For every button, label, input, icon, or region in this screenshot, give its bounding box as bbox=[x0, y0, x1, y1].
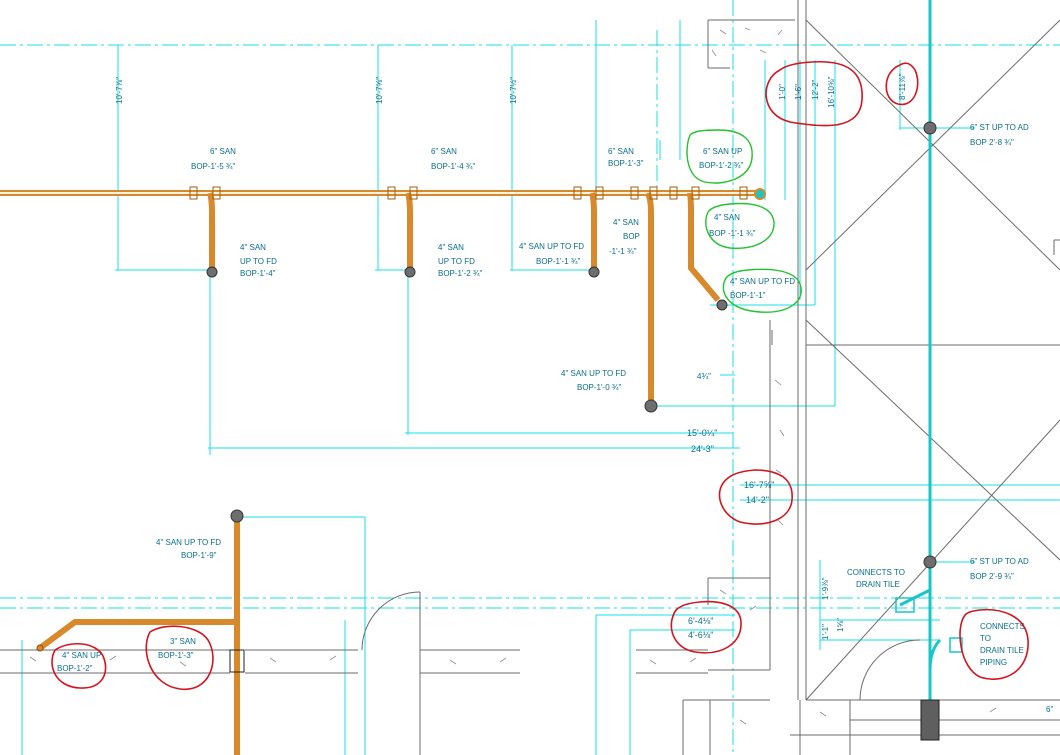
fd-label: 4" SAN UP TO FD bbox=[156, 538, 221, 547]
note-label: CONNECTS TO bbox=[847, 568, 905, 577]
dim-label: 10'-7⅞" bbox=[115, 77, 124, 104]
fd-label: 4" SAN UP TO FD bbox=[519, 242, 584, 251]
dim-label: 24'-3" bbox=[691, 444, 714, 454]
sanitary-main-pipe bbox=[0, 190, 762, 755]
san-label: 3" SAN bbox=[170, 637, 196, 646]
fd-label: 4" SAN UP TO FD bbox=[730, 277, 795, 286]
redline-markups bbox=[51, 60, 1029, 690]
note-label: TO bbox=[980, 634, 991, 643]
floor-drain-icon bbox=[230, 509, 244, 523]
st-label: BOP 2'-8 ¾" bbox=[970, 138, 1014, 147]
fd-label: BOP-1'-4" bbox=[240, 269, 276, 278]
dim-label: 8'-11⅞" bbox=[898, 73, 907, 100]
pipe-size-label: 6" SAN bbox=[210, 147, 236, 156]
dim-label: 6" bbox=[1046, 705, 1053, 714]
fd-label: BOP-1'-2 ¾" bbox=[438, 269, 483, 278]
floor-drain-icon bbox=[206, 266, 218, 278]
fd-label: BOP-1'-1" bbox=[730, 291, 766, 300]
fd-label: 4" SAN UP TO FD bbox=[561, 369, 626, 378]
dim-label: 16'-7⅝" bbox=[744, 480, 774, 490]
note-label: DRAIN TILE bbox=[980, 646, 1024, 655]
dim-label: 4'-6⅛" bbox=[688, 630, 713, 640]
cleanout-icon bbox=[36, 644, 44, 652]
dim-label: 1'-1" bbox=[821, 624, 830, 640]
dim-label: 10'-7½" bbox=[509, 77, 518, 104]
concrete-hatch bbox=[29, 27, 997, 725]
bop-label: BOP-1'-2 ¾" bbox=[699, 161, 744, 170]
dim-label: 12'-2" bbox=[811, 79, 820, 100]
dim-label: 1⅝" bbox=[836, 618, 845, 632]
cleanout-icon bbox=[754, 188, 766, 200]
dimension-lines bbox=[0, 20, 1060, 755]
st-label: 6" ST UP TO AD bbox=[970, 557, 1029, 566]
floor-drain-icon bbox=[644, 399, 658, 413]
fd-label: UP TO FD bbox=[240, 257, 277, 266]
san-label: BOP-1'-2" bbox=[57, 664, 93, 673]
dim-label: 16'-10⅝" bbox=[827, 76, 836, 108]
dim-label: 15'-0¼" bbox=[687, 428, 717, 438]
fd-label: BOP-1'-0 ¾" bbox=[577, 383, 622, 392]
storm-drain-pipe bbox=[895, 0, 963, 741]
bop-label: BOP bbox=[623, 232, 640, 241]
san-label: BOP -1'-1 ¾" bbox=[709, 229, 756, 238]
fd-label: BOP-1'-1 ¾" bbox=[536, 257, 581, 266]
fd-label: BOP-1'-9" bbox=[181, 551, 217, 560]
note-label: PIPING bbox=[980, 658, 1007, 667]
dim-label: 1'-6" bbox=[794, 84, 803, 100]
san-label: 4" SAN UP bbox=[62, 651, 101, 660]
bop-label: BOP-1'-5 ¾" bbox=[191, 162, 236, 171]
pipe-size-label: 6" SAN bbox=[608, 147, 634, 156]
bop-label: 4" SAN bbox=[613, 218, 639, 227]
dim-label: 1'-0" bbox=[778, 84, 787, 100]
floor-drains bbox=[36, 121, 937, 652]
floor-drain-icon bbox=[404, 266, 416, 278]
area-drain-icon bbox=[923, 121, 937, 135]
san-label: BOP-1'-3" bbox=[158, 651, 194, 660]
fd-label: UP TO FD bbox=[438, 257, 475, 266]
pipe-size-label: 6" SAN UP bbox=[703, 147, 742, 156]
bop-label: BOP-1'-4 ¾" bbox=[431, 162, 476, 171]
pipe-size-label: 6" SAN bbox=[431, 147, 457, 156]
fd-label: 4" SAN bbox=[438, 243, 464, 252]
st-label: BOP 2'-9 ¾" bbox=[970, 572, 1014, 581]
dim-label: 6'-4⅛" bbox=[688, 616, 713, 626]
floor-drain-icon bbox=[716, 299, 728, 311]
labels: 10'-7⅞" 10'-7⅝" 10'-7½" 6" SAN BOP-1'-5 … bbox=[57, 73, 1053, 714]
dim-label: 1'-9⅞" bbox=[821, 577, 830, 600]
area-drain-icon bbox=[923, 555, 937, 569]
floor-drain-icon bbox=[588, 266, 600, 278]
st-label: 6" ST UP TO AD bbox=[970, 123, 1029, 132]
note-label: DRAIN TILE bbox=[856, 580, 900, 589]
pipe-fittings bbox=[189, 186, 748, 673]
san-label: 4" SAN bbox=[714, 213, 740, 222]
dim-label: 4¾" bbox=[697, 372, 711, 381]
greenline-markups bbox=[686, 129, 802, 313]
bop-label: -1'-1 ¾" bbox=[609, 247, 637, 256]
fd-label: 4" SAN bbox=[240, 243, 266, 252]
dim-label: 14'-2" bbox=[746, 495, 769, 505]
bop-label: BOP-1'-3" bbox=[608, 159, 644, 168]
dim-label: 10'-7⅝" bbox=[375, 77, 384, 104]
note-label: CONNECTS bbox=[980, 622, 1025, 631]
